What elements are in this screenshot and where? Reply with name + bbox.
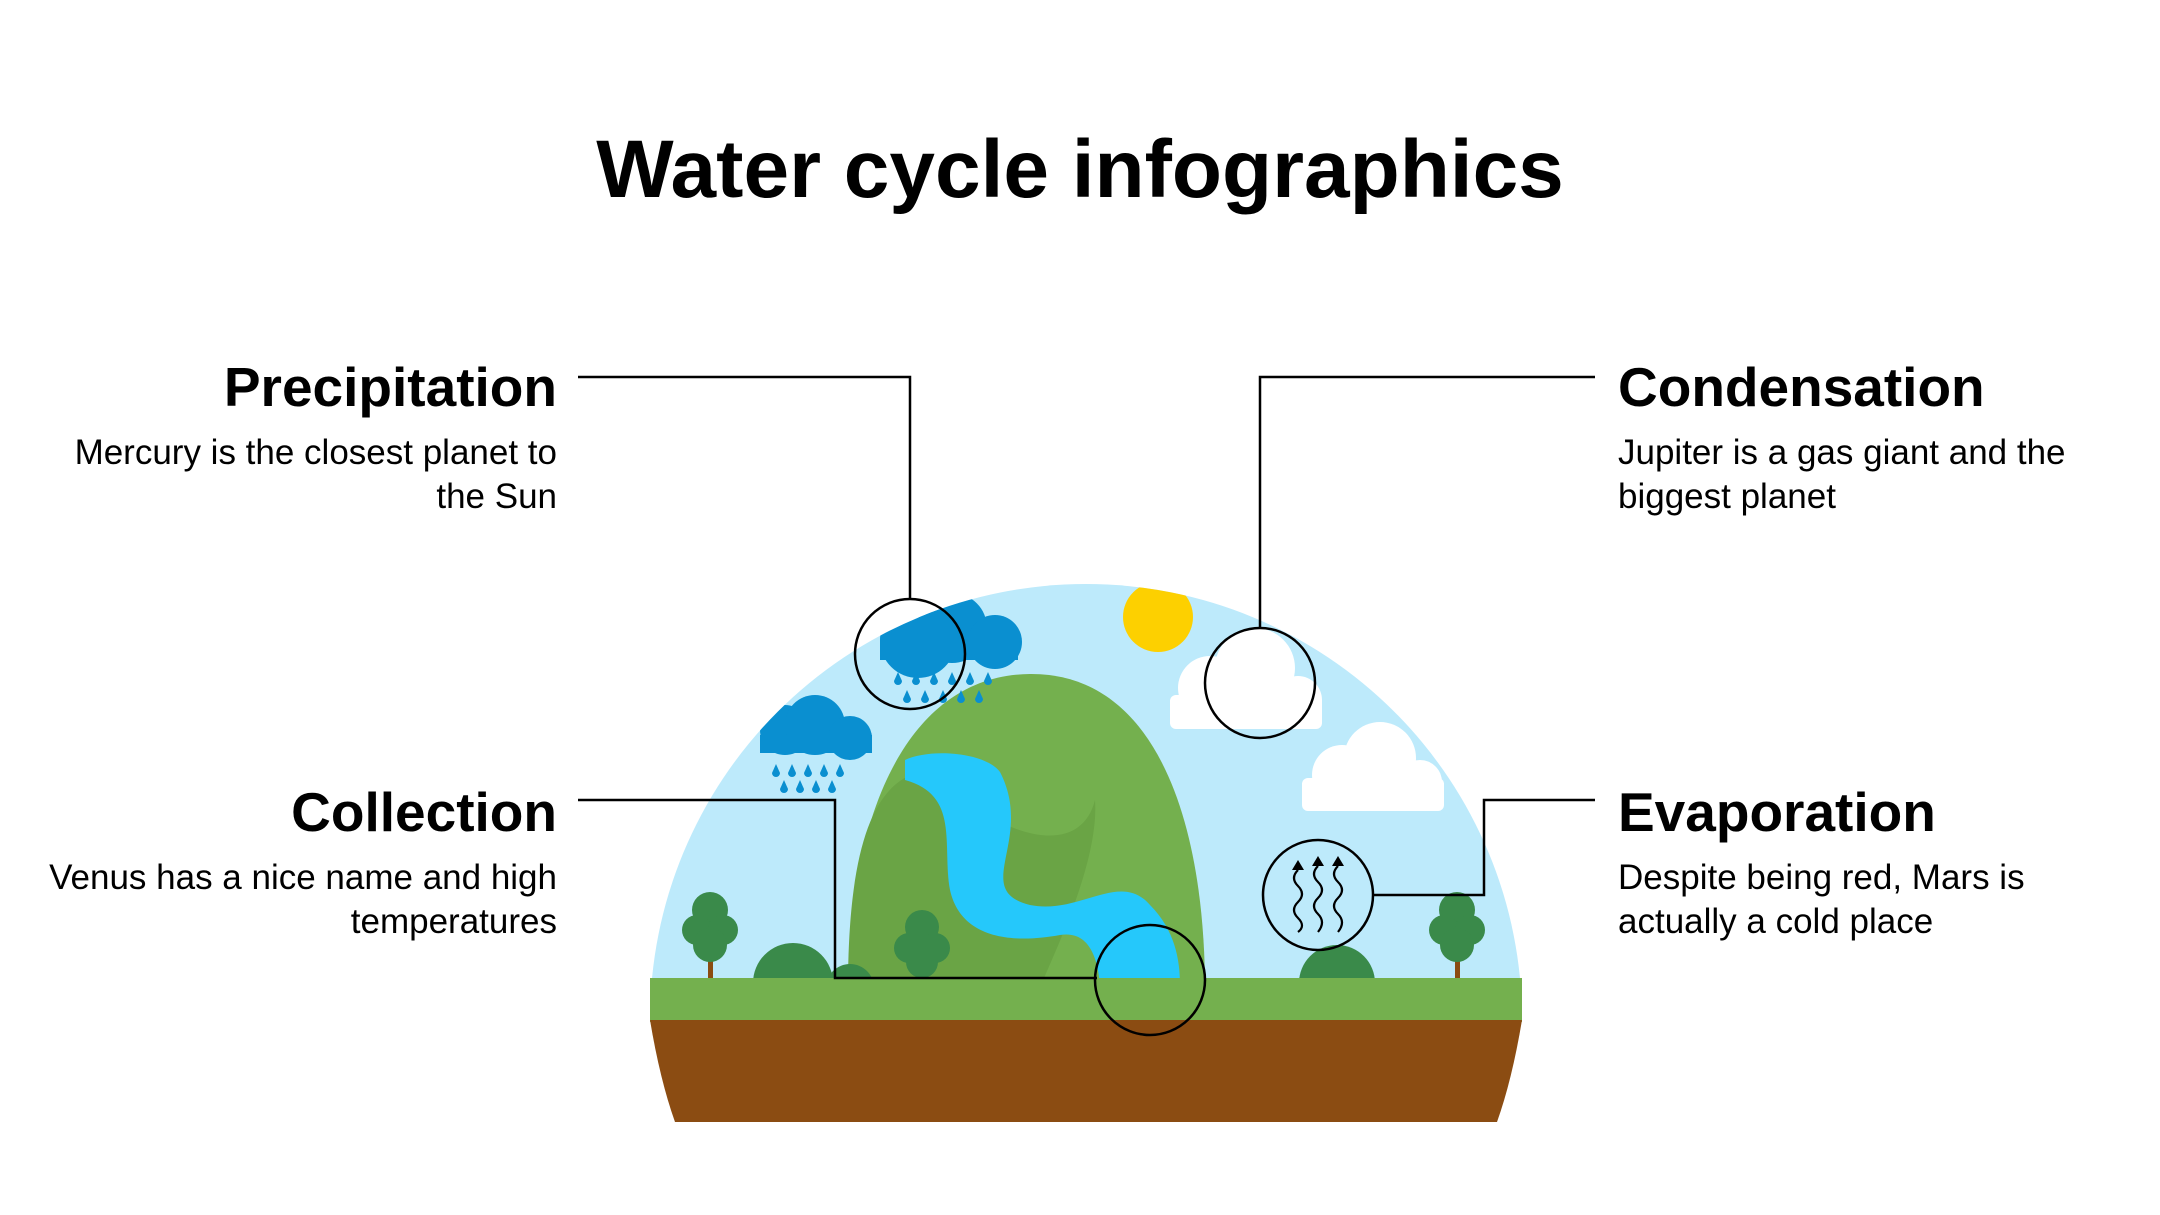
evaporation-connector: [1373, 798, 1595, 897]
condensation-callout-circle: [1203, 626, 1317, 740]
precipitation-connector: [578, 375, 912, 598]
evaporation-callout-circle: [1261, 838, 1375, 952]
precipitation-heading: Precipitation: [223, 356, 557, 418]
tree-icon: [682, 892, 738, 982]
precipitation-description: Mercury is the closest planet to the Sun: [74, 433, 557, 516]
condensation-description: Jupiter is a gas giant and the biggest p…: [1618, 433, 2066, 516]
condensation-heading: Condensation: [1618, 356, 1985, 418]
condensation-label: Condensation Jupiter is a gas giant and …: [1618, 355, 2138, 519]
collection-label: Collection Venus has a nice name and hig…: [37, 780, 557, 944]
tree-icon: [1429, 892, 1485, 982]
collection-heading: Collection: [291, 781, 557, 843]
condensation-connector: [1258, 375, 1595, 628]
callout-lines: [578, 375, 1595, 980]
collection-connector: [578, 798, 1097, 980]
collection-callout-circle: [1093, 923, 1207, 1037]
collection-description: Venus has a nice name and high temperatu…: [49, 858, 557, 941]
page-title: Water cycle infographics: [596, 124, 1564, 215]
precipitation-label: Precipitation Mercury is the closest pla…: [37, 355, 557, 519]
soil: [650, 1020, 1522, 1122]
steam-icon: [1292, 865, 1344, 933]
sun-icon: [1123, 584, 1193, 652]
river: [905, 753, 1180, 985]
grass: [650, 978, 1522, 1022]
precipitation-callout-circle: [853, 597, 967, 711]
rain-cloud-icon: [880, 593, 1022, 703]
evaporation-description: Despite being red, Mars is actually a co…: [1618, 858, 2025, 941]
evaporation-heading: Evaporation: [1618, 781, 1936, 843]
evaporation-label: Evaporation Despite being red, Mars is a…: [1618, 780, 2138, 944]
cloud-icon: [1302, 722, 1444, 811]
rain-cloud-icon: [760, 695, 872, 793]
